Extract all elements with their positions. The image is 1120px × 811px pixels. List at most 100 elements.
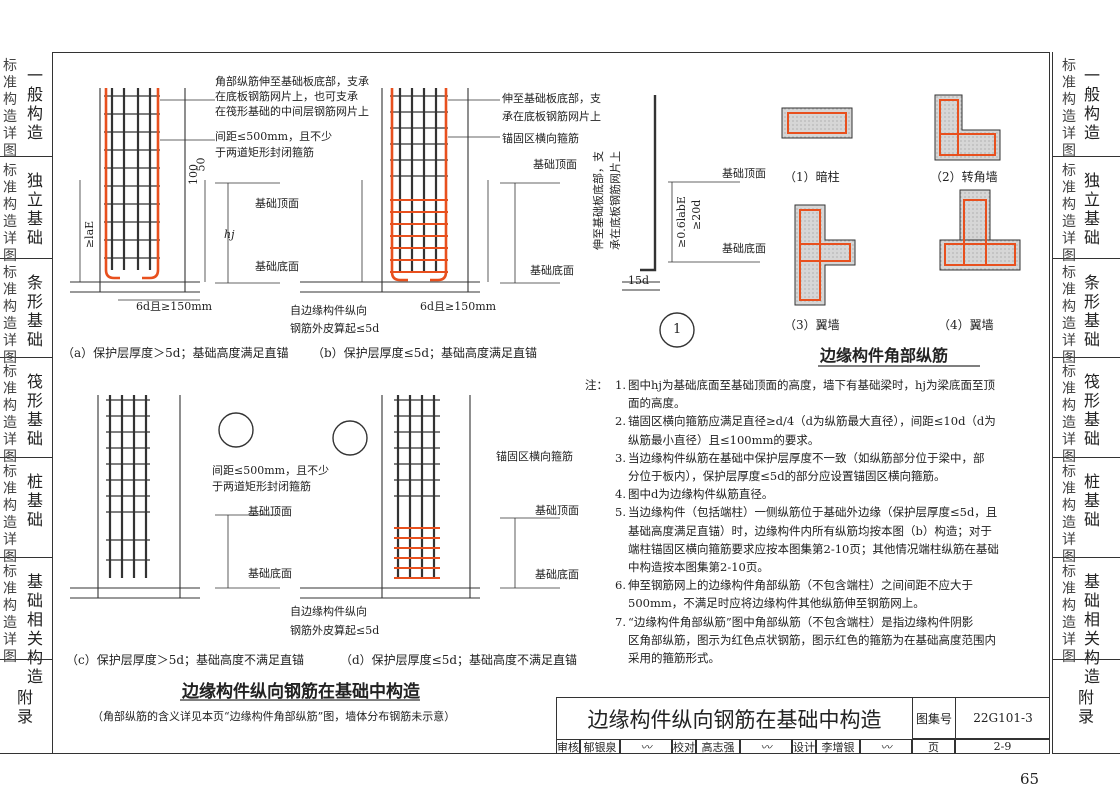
note-2-line-2: 纵筋最小直径）且≤100mm的要求。	[628, 432, 820, 447]
tab-big-label: 一般构造	[26, 66, 43, 142]
note-4-line-1: 4.图中d为边缘构件纵筋直径。	[615, 487, 774, 502]
diagram-d	[300, 395, 560, 599]
page-number: 65	[1020, 770, 1040, 788]
right-tab-4[interactable]: 标准构造详图桩基础	[1052, 458, 1120, 565]
note-7-line-1: 7.“边缘构件角部纵筋”图中角部纵筋（不包含端柱）是指边缘构件阴影	[615, 614, 974, 629]
notes-label: 注：	[585, 378, 608, 392]
checker-name: 高志强	[696, 739, 740, 754]
reviewer-name: 郁银泉	[580, 739, 620, 754]
corner-title: 边缘构件角部纵筋	[820, 346, 949, 365]
left-tab-0[interactable]: 标准构造详图一般构造	[0, 52, 52, 159]
atlas-label: 图集号	[912, 697, 955, 739]
tab-big-label: 独立基础	[26, 171, 43, 247]
tab-small-label: 标准构造详图	[1062, 265, 1076, 366]
page-label: 页	[912, 739, 955, 754]
drawing-frame	[52, 52, 1050, 754]
diagram-b-hook: 6d且≥150mm	[420, 300, 497, 313]
detail-1-vertical1: 伸至基础板底部，支	[592, 151, 605, 250]
right-tab-3[interactable]: 标准构造详图筏形基础	[1052, 358, 1120, 465]
diagram-b-top: 基础顶面	[533, 158, 577, 171]
tab-big-label: 一般构造	[1083, 66, 1100, 142]
detail-1-hook: 15d	[628, 274, 650, 287]
corner-types	[781, 94, 1021, 306]
detail-1-vertical2: 承在底板钢筋网片上	[609, 151, 622, 250]
corner-label-3: （3）翼墙	[784, 318, 840, 332]
left-tab-3[interactable]: 标准构造详图筏形基础	[0, 358, 52, 465]
detail-1-bottom: 基础底面	[722, 242, 766, 255]
diagram-b-note1: 伸至基础板底部，支	[502, 92, 601, 105]
note-7-line-3: 采用的箍筋形式。	[628, 651, 720, 665]
tab-big-label: 条形基础	[1083, 273, 1100, 349]
note-7-line-2: 区角部纵筋，图示为红色点状钢筋，图示红色的箍筋为在基础高度范围内	[628, 632, 996, 647]
note-1-line-1: 1.图中hj为基础底面至基础顶面的高度，墙下有基础梁时，hj为梁底面至顶	[615, 378, 995, 392]
tab-small-label: 标准构造详图	[3, 364, 17, 465]
left-tab-2[interactable]: 标准构造详图条形基础	[0, 259, 52, 366]
note-5-line-2: 基础高度满足直锚）时，边缘构件内所有纵筋均按本图（b）构造；对于	[628, 523, 992, 538]
diagram-a-hj: hj	[224, 228, 235, 241]
reviewer-signature: 〰	[620, 739, 672, 754]
review-label: 审核	[556, 739, 580, 754]
diagram-c	[70, 395, 280, 599]
designer-signature: 〰	[860, 739, 912, 754]
corner-label-2: （2）转角墙	[930, 170, 998, 184]
note-3-line-1: 3.当边缘构件纵筋在基础中保护层厚度不一致（如纵筋部分位于梁中，部	[615, 450, 985, 465]
right-tab-1[interactable]: 标准构造详图独立基础	[1052, 157, 1120, 264]
designer-name: 李增银	[816, 739, 860, 754]
diagram-c-note2: 于两道矩形封闭箍筋	[212, 480, 311, 493]
diagram-a-lae: ≥laE	[83, 220, 97, 249]
tab-small-label: 标准构造详图	[1062, 564, 1076, 665]
diagram-d-side2: 钢筋外皮算起≤5d	[290, 624, 380, 637]
tab-big-label: 附录	[16, 688, 33, 726]
diagram-a	[70, 88, 280, 301]
tab-big-label: 条形基础	[26, 273, 43, 349]
diagram-a-top: 基础顶面	[255, 197, 299, 210]
note-6-line-1: 6.伸至钢筋网上的边缘构件角部纵筋（不包含端柱）之间间距不应大于	[615, 578, 973, 593]
detail-1-marker: 1	[673, 322, 682, 337]
detail-1-dim2: ≥20d	[690, 199, 703, 230]
tab-big-label: 筏形基础	[1083, 372, 1100, 448]
corner-label-1: （1）暗柱	[784, 170, 840, 184]
atlas-number: 22G101-3	[955, 697, 1050, 739]
tab-big-label: 基础相关构造	[1083, 572, 1100, 686]
diagram-d-top: 基础顶面	[535, 504, 579, 517]
note-5-line-1: 5.当边缘构件（包括端柱）一侧纵筋位于基础外边缘（保护层厚度≤5d，且	[615, 505, 998, 520]
diagram-d-side1: 自边缘构件纵向	[290, 605, 367, 618]
diagram-d-bottom: 基础底面	[535, 568, 579, 581]
corner-label-4: （4）翼墙	[938, 318, 994, 332]
diagram-d-note1: 锚固区横向箍筋	[496, 450, 573, 463]
left-tab-1[interactable]: 标准构造详图独立基础	[0, 157, 52, 264]
diagram-c-caption: （c）保护层厚度＞5d；基础高度不满足直锚	[66, 653, 305, 667]
diagram-a-note2: 在底板钢筋网片上，也可支承	[215, 90, 358, 103]
detail-1-top: 基础顶面	[722, 167, 766, 180]
diagram-c-note1: 间距≤500mm，且不少	[212, 464, 330, 477]
diagram-c-bottom: 基础底面	[248, 567, 292, 580]
tab-big-label: 桩基础	[1083, 472, 1100, 529]
main-section-title: 边缘构件纵向钢筋在基础中构造	[182, 682, 420, 702]
right-tab-6[interactable]: 附录	[1052, 660, 1120, 754]
diagram-a-hook: 6d且≥150mm	[136, 300, 213, 313]
right-tab-5[interactable]: 标准构造详图基础相关构造	[1052, 558, 1120, 686]
diagram-d-caption: （d）保护层厚度≤5d；基础高度不满足直锚	[340, 653, 578, 667]
tab-small-label: 标准构造详图	[1062, 364, 1076, 465]
tab-small-label: 标准构造详图	[3, 564, 17, 665]
tab-small-label: 标准构造详图	[1062, 464, 1076, 565]
left-tab-4[interactable]: 标准构造详图桩基础	[0, 458, 52, 565]
detail-1-dim: ≥0.6labE	[675, 196, 688, 248]
left-tab-6[interactable]: 附录	[0, 660, 52, 754]
left-tab-5[interactable]: 标准构造详图基础相关构造	[0, 558, 52, 686]
right-tab-2[interactable]: 标准构造详图条形基础	[1052, 259, 1120, 366]
diagram-b-caption: （b）保护层厚度≤5d；基础高度满足直锚	[312, 346, 538, 360]
diagram-a-dim2: 50	[194, 157, 208, 172]
note-5-line-3: 端柱锚固区横向箍筋要求应按本图集第2-10页；其他情况端柱纵筋在基础	[628, 541, 999, 556]
tab-small-label: 标准构造详图	[1062, 163, 1076, 264]
tab-big-label: 独立基础	[1083, 171, 1100, 247]
tab-small-label: 标准构造详图	[1062, 58, 1076, 159]
page-code: 2-9	[955, 739, 1050, 754]
note-5-line-4: 中构造按本图集第2-10页。	[628, 560, 769, 574]
right-tab-0[interactable]: 标准构造详图一般构造	[1052, 52, 1120, 159]
diagram-b-note3: 锚固区横向箍筋	[502, 132, 579, 145]
tab-big-label: 附录	[1077, 688, 1094, 726]
diagram-b-bottom: 基础底面	[530, 264, 574, 277]
diagram-b-side1: 自边缘构件纵向	[290, 304, 367, 317]
